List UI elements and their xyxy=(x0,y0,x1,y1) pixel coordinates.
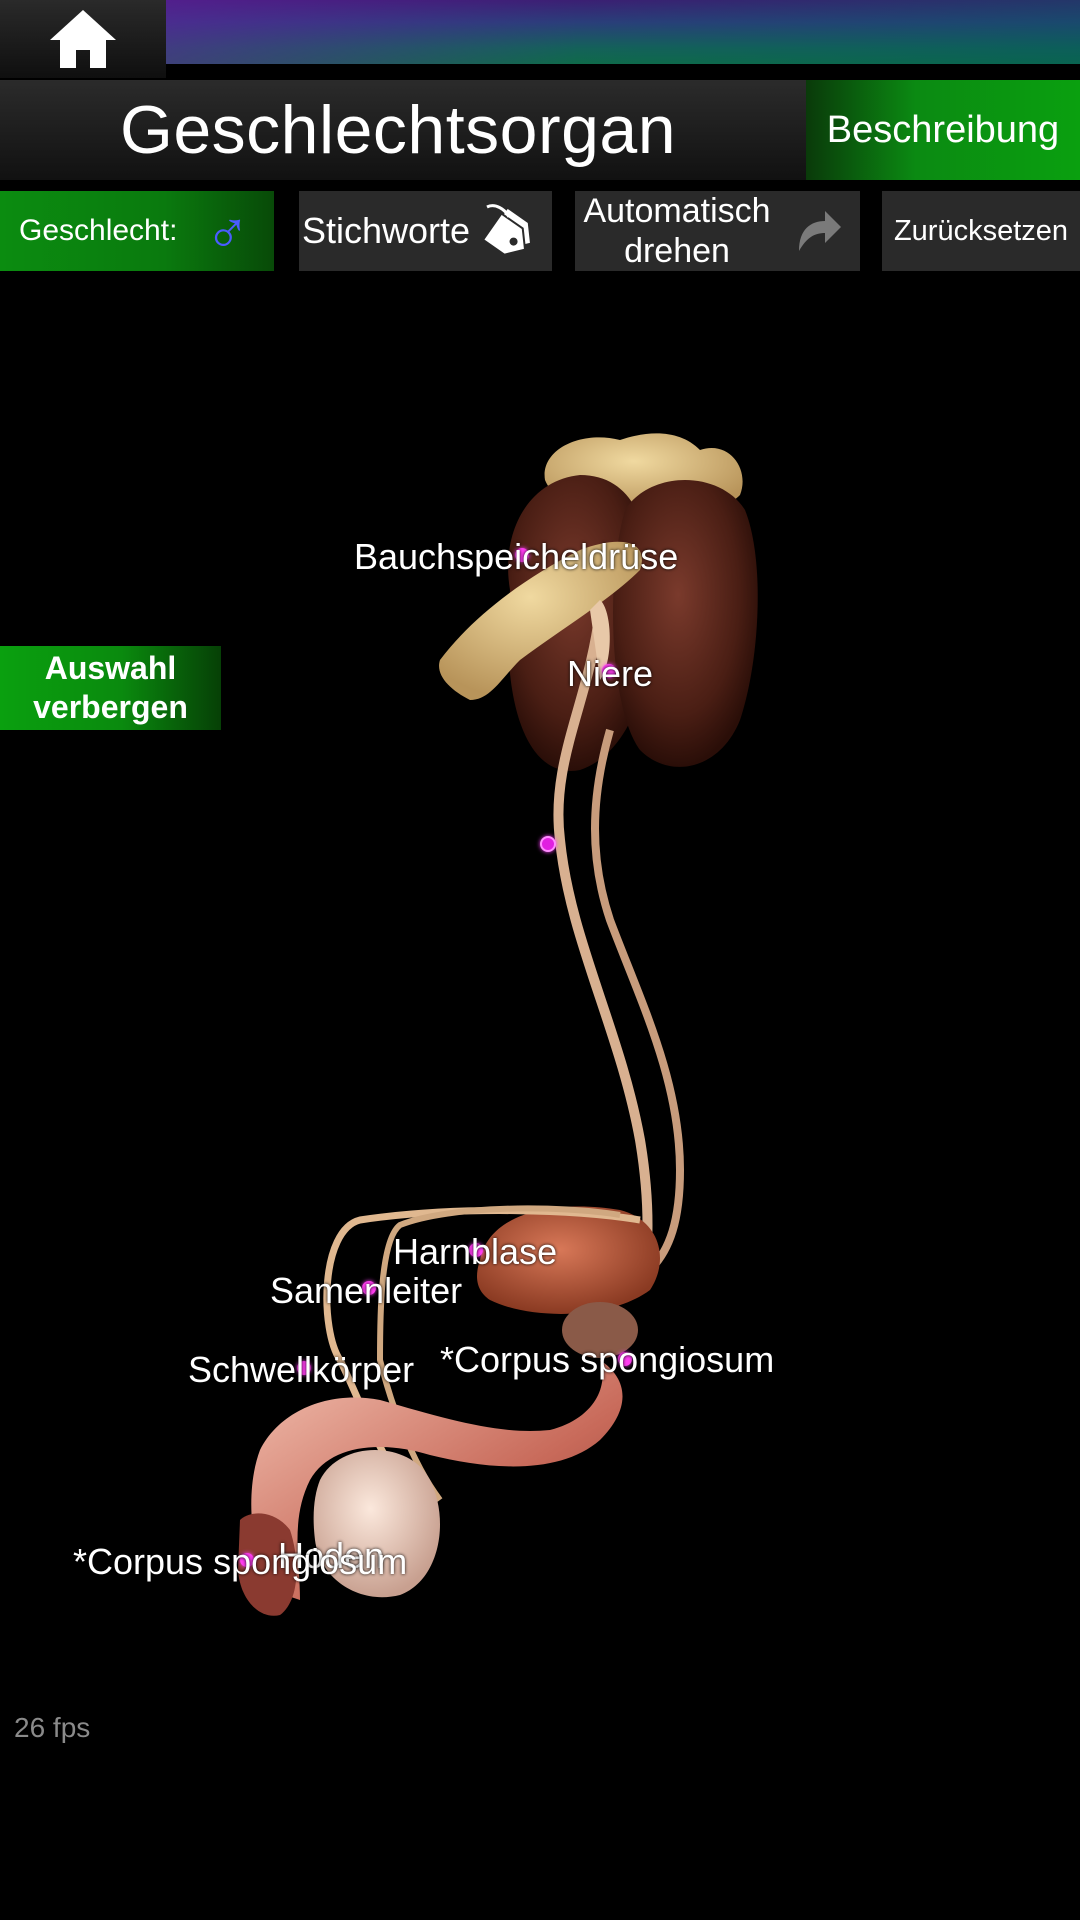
tags-button[interactable]: Stichworte xyxy=(299,191,552,271)
auto-rotate-button[interactable]: Automatisch drehen xyxy=(575,191,860,271)
marker-vas-deferens[interactable] xyxy=(362,1281,376,1295)
label-corpus-spongiosum-1[interactable]: *Corpus spongiosum xyxy=(440,1339,775,1380)
auto-rotate-label: Automatisch drehen xyxy=(583,192,771,270)
marker-ureter[interactable] xyxy=(540,836,556,852)
marker-pancreas[interactable] xyxy=(515,548,529,562)
label-pancreas[interactable]: Bauchspeicheldrüse xyxy=(354,536,679,577)
fps-counter: 26 fps xyxy=(14,1712,91,1743)
description-button[interactable]: Beschreibung xyxy=(806,80,1080,180)
anatomy-3d-viewport[interactable]: Bauchspeicheldrüse Niere Harnblase Samen… xyxy=(0,280,1080,1660)
page-title: Geschlechtsorgan xyxy=(119,92,677,168)
marker-corpus-spongiosum-1[interactable] xyxy=(618,1352,632,1366)
hide-selection-button[interactable]: Auswahl verbergen xyxy=(0,646,221,730)
male-symbol-icon: ♂ xyxy=(205,197,250,264)
sex-toggle-button[interactable]: Geschlecht: ♂ xyxy=(0,191,274,271)
marker-corpus-cavernosum[interactable] xyxy=(297,1361,311,1375)
marker-corpus-spongiosum-2[interactable] xyxy=(240,1553,254,1567)
label-vas-deferens[interactable]: Samenleiter xyxy=(270,1270,463,1311)
label-bladder[interactable]: Harnblase xyxy=(393,1231,558,1272)
top-banner xyxy=(166,0,1080,64)
home-button[interactable] xyxy=(0,0,166,78)
marker-kidney[interactable] xyxy=(602,664,616,678)
label-kidney[interactable]: Niere xyxy=(567,653,654,694)
tag-icon xyxy=(481,204,533,256)
reset-label: Zurücksetzen xyxy=(893,214,1069,247)
rotate-arrow-icon xyxy=(799,211,841,251)
title-bar: Geschlechtsorgan xyxy=(0,80,806,180)
sex-label: Geschlecht: xyxy=(19,214,178,247)
marker-bladder[interactable] xyxy=(469,1243,483,1257)
label-corpus-spongiosum-2[interactable]: *Corpus spongiosum xyxy=(73,1541,408,1582)
tags-label: Stichworte xyxy=(302,210,471,251)
anatomy-model[interactable] xyxy=(0,280,1080,1660)
label-testis[interactable]: Hoden xyxy=(278,1535,385,1576)
label-corpus-cavernosum[interactable]: Schwellkörper xyxy=(188,1349,415,1390)
reset-button[interactable]: Zurücksetzen xyxy=(882,191,1080,271)
home-icon xyxy=(50,10,116,68)
